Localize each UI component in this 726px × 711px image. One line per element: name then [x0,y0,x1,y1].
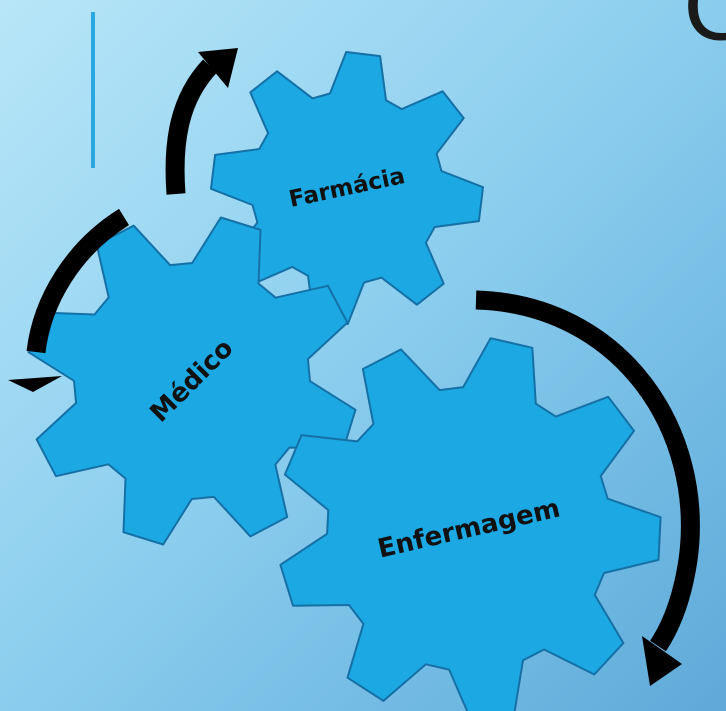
gear-farmacia-shape [210,51,484,325]
farmacia-cycle-arrow [165,48,238,195]
gear-enfermagem-shape [279,337,662,711]
gear-medico: Médico [27,216,357,546]
gear-farmacia: Farmácia [210,51,484,325]
title-fragment: C [683,0,726,61]
accent-bar [91,12,95,168]
medico-cycle-arrow [8,208,130,392]
enfermagem-cycle-arrow [475,290,700,686]
gear-enfermagem: Enfermagem [279,337,662,711]
gear-medico-shape [27,216,357,546]
